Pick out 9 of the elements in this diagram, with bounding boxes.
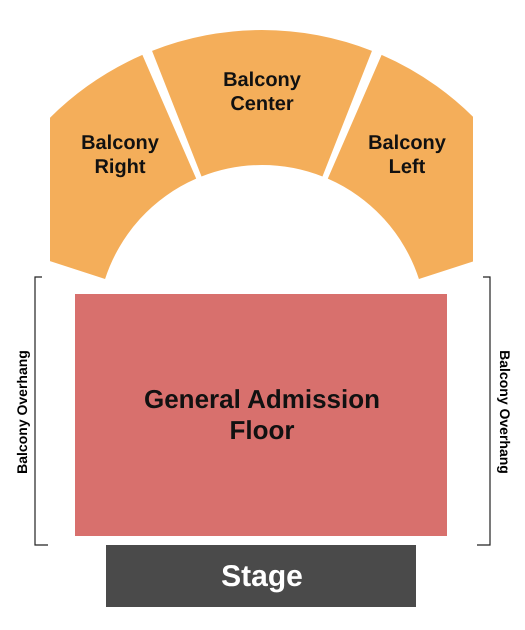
section-label: Balcony Left	[367, 131, 447, 179]
section-label: Balcony Center	[222, 68, 302, 116]
floor-section	[75, 294, 447, 536]
section-label: Stage	[220, 559, 304, 595]
overhang-label: Balcony Overhang	[14, 350, 30, 474]
stage-block	[106, 545, 416, 607]
section-label: General Admission Floor	[143, 384, 381, 446]
overhang-label: Balcony Overhang	[496, 350, 513, 474]
section-label: Balcony Right	[80, 131, 160, 179]
